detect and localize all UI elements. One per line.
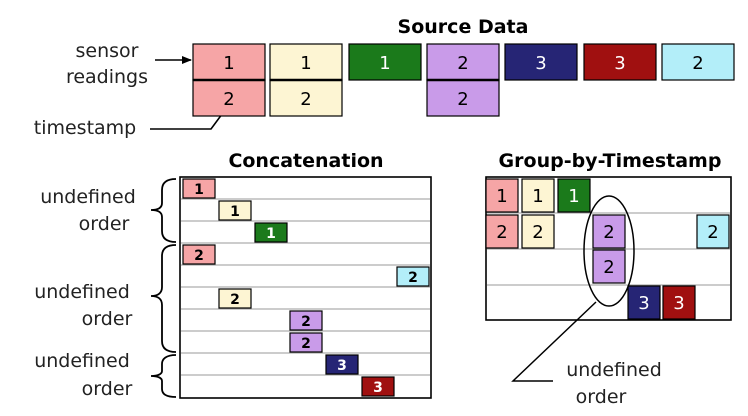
group-block xyxy=(557,178,591,213)
sensor-readings-label-line1: sensor xyxy=(76,40,139,62)
brace-1-label-line1: undefined xyxy=(40,186,136,208)
group-block-value: 2 xyxy=(496,222,507,243)
concat-block xyxy=(218,200,252,221)
concat-block-value: 1 xyxy=(230,204,240,220)
source-reading-value: 1 xyxy=(379,53,390,74)
callout-leader-line xyxy=(511,301,597,382)
source-timestamp-cell xyxy=(269,79,343,117)
concat-block xyxy=(325,354,359,375)
group-block xyxy=(627,285,661,320)
brace-group-1 xyxy=(150,178,177,243)
timestamp-label: timestamp xyxy=(34,117,137,139)
source-reading-cell xyxy=(661,43,735,81)
group-block xyxy=(521,214,555,249)
source-timestamp-value: 2 xyxy=(223,89,234,110)
group-block-value: 2 xyxy=(707,222,718,243)
concat-block-value: 2 xyxy=(301,314,311,330)
group-by-title: Group-by-Timestamp xyxy=(499,150,722,172)
concat-block xyxy=(182,244,216,265)
source-timestamp-cell xyxy=(192,79,266,117)
group-block xyxy=(662,285,696,320)
group-block-value: 1 xyxy=(532,186,543,207)
brace-2-label-line1: undefined xyxy=(34,281,130,303)
group-block-value: 3 xyxy=(673,293,684,314)
brace-3-label-line1: undefined xyxy=(34,350,130,372)
group-block xyxy=(485,178,519,213)
group-block xyxy=(521,178,555,213)
source-timestamp-value: 2 xyxy=(457,89,468,110)
source-reading-cell xyxy=(426,43,500,81)
concat-block-value: 2 xyxy=(408,270,418,286)
callout-label-line1: undefined xyxy=(566,359,662,381)
concat-block xyxy=(182,178,216,199)
concat-block-value: 3 xyxy=(373,380,383,396)
source-reading-value: 3 xyxy=(535,53,546,74)
concat-block xyxy=(289,332,323,353)
group-block-value: 2 xyxy=(603,257,614,278)
brace-group-3 xyxy=(150,354,177,398)
callout-label-line2: order xyxy=(576,386,627,408)
brace-3-label-line2: order xyxy=(82,378,133,400)
source-reading-value: 2 xyxy=(457,53,468,74)
group-block-value: 1 xyxy=(496,186,507,207)
concat-block-value: 1 xyxy=(194,182,204,198)
group-block xyxy=(696,214,730,249)
source-title: Source Data xyxy=(398,16,529,38)
concatenation-frame xyxy=(179,176,432,399)
concat-block xyxy=(289,310,323,331)
brace-group-2 xyxy=(150,244,177,353)
concat-block xyxy=(218,288,252,309)
concat-block xyxy=(254,222,288,243)
concat-block-value: 1 xyxy=(266,226,276,242)
source-reading-cell xyxy=(504,43,578,81)
group-block xyxy=(485,214,519,249)
sensor-readings-label-line2: readings xyxy=(66,66,148,88)
source-timestamp-value: 2 xyxy=(300,89,311,110)
source-reading-cell xyxy=(192,43,266,81)
concat-block-value: 2 xyxy=(194,248,204,264)
concat-block xyxy=(396,266,430,287)
concat-block-value: 2 xyxy=(301,336,311,352)
source-reading-cell xyxy=(583,43,657,81)
source-reading-cell xyxy=(348,43,422,81)
group-block-value: 2 xyxy=(603,222,614,243)
source-reading-value: 3 xyxy=(614,53,625,74)
source-reading-value: 2 xyxy=(692,53,703,74)
source-reading-value: 1 xyxy=(223,53,234,74)
group-block-value: 2 xyxy=(532,222,543,243)
concatenation-title: Concatenation xyxy=(228,150,383,172)
undefined-order-ellipse xyxy=(583,195,635,307)
concat-block-value: 2 xyxy=(230,292,240,308)
source-reading-value: 1 xyxy=(300,53,311,74)
concatenation-grid-lines xyxy=(181,198,430,376)
group-by-grid-lines xyxy=(487,212,730,286)
group-block xyxy=(592,214,626,249)
group-block-value: 1 xyxy=(568,186,579,207)
concat-block-value: 3 xyxy=(337,358,347,374)
source-reading-cell xyxy=(269,43,343,81)
group-block xyxy=(592,249,626,284)
concat-block xyxy=(361,376,395,397)
group-block-value: 3 xyxy=(638,293,649,314)
brace-2-label-line2: order xyxy=(82,308,133,330)
brace-1-label-line2: order xyxy=(79,213,130,235)
